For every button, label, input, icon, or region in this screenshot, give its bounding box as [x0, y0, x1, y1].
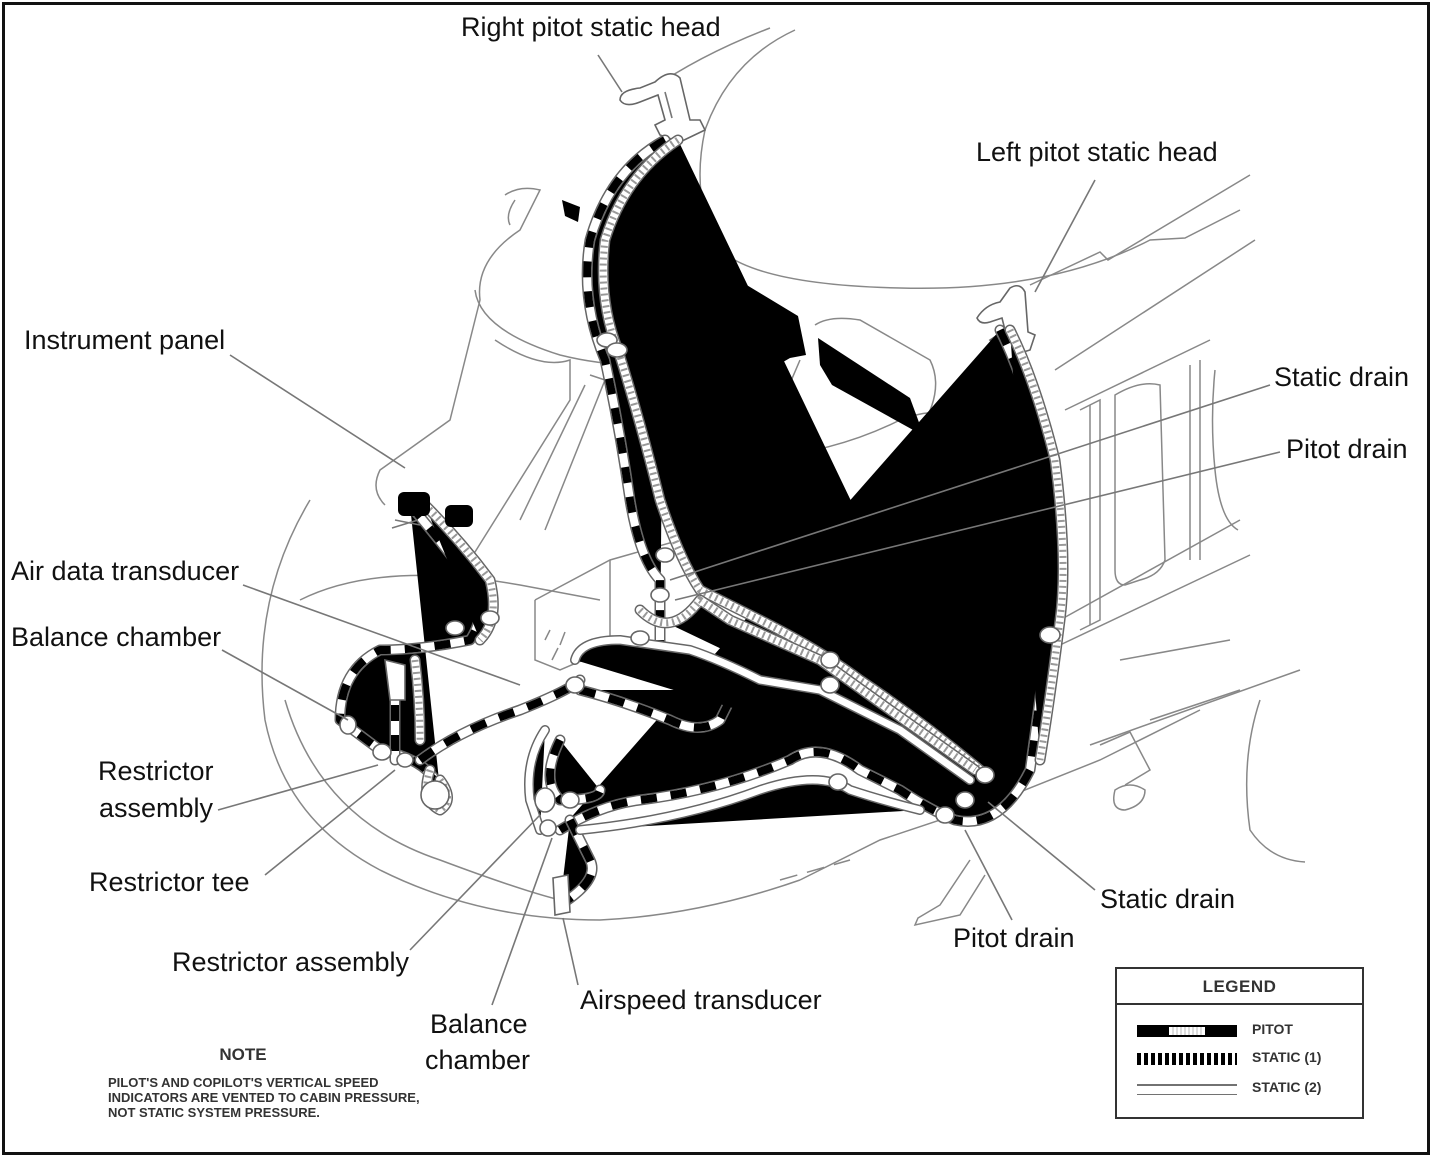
note-title: NOTE [219, 1045, 267, 1064]
left-pitot-static-head [976, 284, 1036, 357]
label-instrument-panel: Instrument panel [24, 325, 225, 355]
legend-label-static2: STATIC (2) [1252, 1079, 1322, 1095]
legend: LEGEND PITOT STATIC (1) STATIC (2) [1115, 967, 1364, 1119]
static2-line-swatch [1137, 1084, 1237, 1095]
note-text: PILOT'S AND COPILOT'S VERTICAL SPEED IND… [108, 1075, 420, 1120]
note-block: NOTE PILOT'S AND COPILOT'S VERTICAL SPEE… [108, 1045, 428, 1120]
legend-item-static2: STATIC (2) [1137, 1079, 1357, 1099]
label-restrictor-assembly-bottom: Restrictor assembly [172, 947, 410, 977]
label-balance-chamber-bottom-1: Balance [430, 1009, 528, 1039]
label-left-pitot-static-head: Left pitot static head [976, 137, 1218, 167]
right-pitot-static-head [619, 73, 707, 143]
legend-label-static1: STATIC (1) [1252, 1049, 1322, 1065]
legend-title: LEGEND [1117, 969, 1362, 1005]
static1-line-swatch [1137, 1053, 1237, 1065]
legend-item-pitot: PITOT [1137, 1021, 1357, 1041]
label-pitot-drain-upper: Pitot drain [1286, 434, 1408, 464]
label-airspeed-transducer: Airspeed transducer [580, 985, 822, 1015]
leader-lines [217, 54, 1281, 1006]
label-balance-chamber-left: Balance chamber [11, 622, 221, 652]
balance-chamber-left-component [384, 658, 406, 701]
legend-item-static1: STATIC (1) [1137, 1049, 1357, 1069]
label-right-pitot-static-head: Right pitot static head [461, 12, 721, 42]
label-pitot-drain-lower: Pitot drain [953, 923, 1075, 953]
label-restrictor-assembly-left-1: Restrictor [98, 756, 214, 786]
label-static-drain-upper: Static drain [1274, 362, 1409, 392]
pitot-line-swatch [1137, 1025, 1237, 1037]
legend-label-pitot: PITOT [1252, 1021, 1293, 1037]
label-restrictor-tee: Restrictor tee [89, 867, 250, 897]
label-balance-chamber-bottom-2: chamber [425, 1045, 530, 1075]
label-restrictor-assembly-left-2: assembly [99, 793, 214, 823]
label-air-data-transducer: Air data transducer [11, 556, 239, 586]
callout-labels: Right pitot static head Left pitot stati… [11, 12, 1409, 1075]
instrument-panel-indicators [391, 492, 473, 529]
airspeed-transducer-component [552, 874, 571, 916]
label-static-drain-lower: Static drain [1100, 884, 1235, 914]
fittings [339, 332, 1061, 837]
airspeed-transducer-block [659, 654, 743, 706]
